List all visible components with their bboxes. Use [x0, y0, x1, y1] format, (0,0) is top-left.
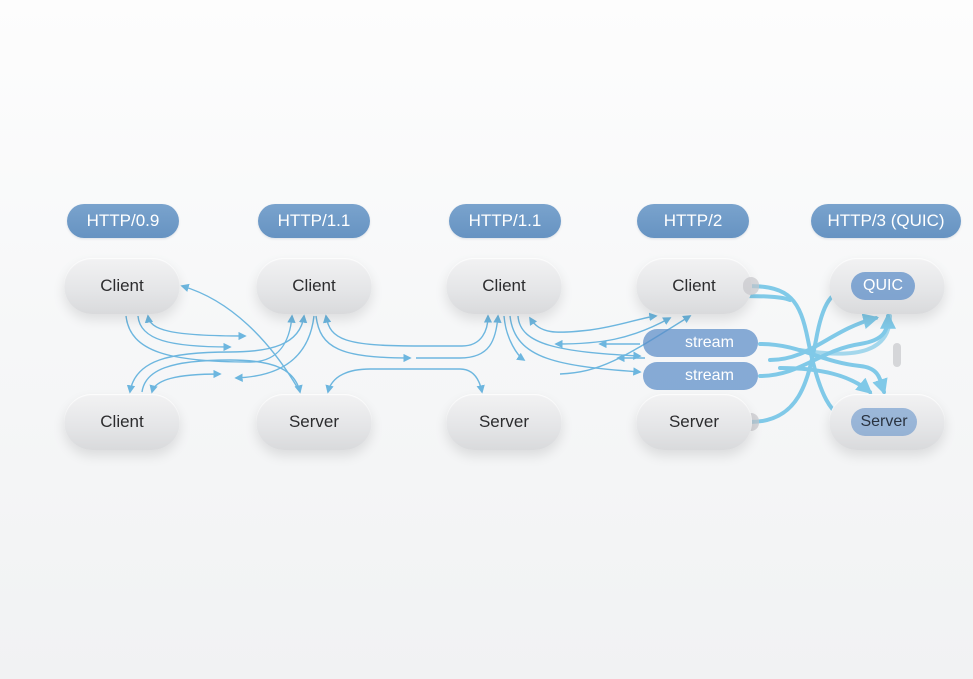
stream-pill-2: stream [643, 362, 758, 390]
connector-stub [893, 343, 901, 367]
stream-link-quic-down [798, 314, 892, 356]
link-12-a [529, 312, 658, 333]
node-http11b-server: Server [446, 394, 562, 450]
link-09-g [234, 315, 315, 382]
label-http2: HTTP/2 [637, 204, 749, 238]
label-http09: HTTP/0.9 [67, 204, 179, 238]
node-http11b-client: Client [446, 258, 562, 314]
quic-pill: QUIC [851, 272, 915, 300]
link-09-c [125, 314, 296, 363]
stream-link-4 [778, 366, 873, 395]
link-11-a [322, 314, 493, 347]
stream-pill-1-label: stream [685, 334, 734, 351]
stream-link-3 [768, 313, 880, 362]
node-http11a-server: Server [256, 394, 372, 450]
node-http09-client-bottom: Client [64, 394, 180, 450]
link-11-c [416, 314, 502, 359]
link-09-f [149, 369, 222, 394]
link-09-b [137, 315, 232, 352]
link-09-e [141, 359, 303, 394]
node-http2-server: Server [636, 394, 752, 450]
stream-link-2 [758, 312, 896, 378]
node-http3-server: Server [829, 394, 945, 450]
node-http11a-client: Client [256, 258, 372, 314]
link-09-d [126, 314, 308, 394]
link-09-a [144, 314, 247, 341]
link-12-c [517, 315, 642, 360]
server-pill: Server [851, 408, 917, 436]
stream-pill-1: stream [643, 329, 758, 357]
stream-pill-2-label: stream [685, 367, 734, 384]
label-http3: HTTP/3 (QUIC) [811, 204, 961, 238]
node-http3-top: QUIC [829, 258, 945, 314]
connector-stub [743, 277, 759, 295]
label-http11-b: HTTP/1.1 [449, 204, 561, 238]
link-11-b [315, 315, 412, 363]
link-11-d [325, 368, 485, 394]
link-12-d [509, 315, 642, 376]
label-http11-a: HTTP/1.1 [258, 204, 370, 238]
node-http2-client: Client [636, 258, 752, 314]
node-http09-client-top: Client [64, 258, 180, 314]
link-12-e [503, 315, 526, 361]
stream-link-1 [758, 342, 888, 396]
